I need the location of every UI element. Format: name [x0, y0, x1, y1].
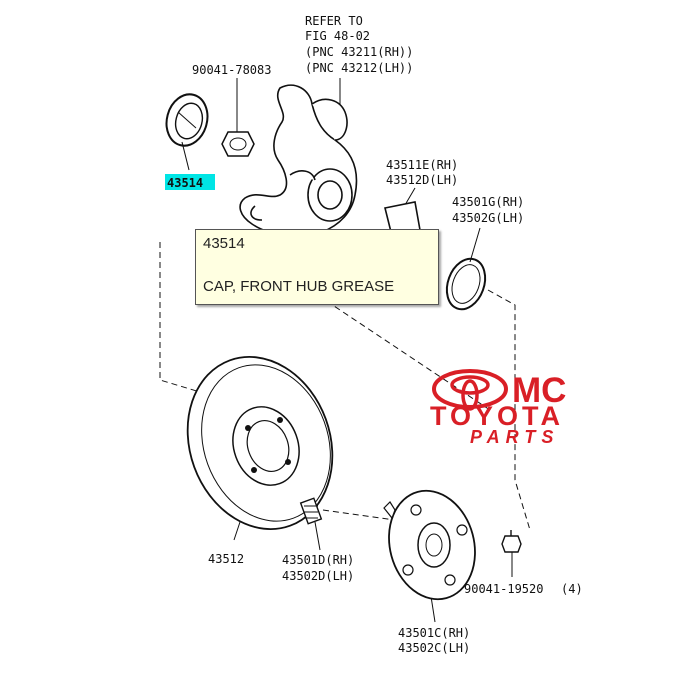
- label-knuckle-lh[interactable]: 43512D(LH): [386, 173, 458, 187]
- label-bolt-right-qty: (4): [561, 582, 583, 596]
- label-bolt-top[interactable]: 90041-78083: [192, 63, 271, 77]
- bolt-90041-78083[interactable]: [221, 131, 255, 157]
- leader-lines: [181, 78, 513, 623]
- tooltip-part-number: 43514: [203, 235, 245, 252]
- front-axle-hub[interactable]: [377, 481, 487, 609]
- label-disc[interactable]: 43512: [208, 552, 244, 566]
- label-stud-lh[interactable]: 43502D(LH): [282, 569, 354, 583]
- label-clip-lh[interactable]: 43502G(LH): [452, 211, 524, 225]
- refer-note-line3: (PNC 43211(RH)): [305, 45, 413, 59]
- bolt-90041-19520[interactable]: [501, 530, 522, 553]
- tooltip-description: CAP, FRONT HUB GREASE: [203, 278, 395, 295]
- label-hub-lh[interactable]: 43502C(LH): [398, 641, 470, 655]
- label-bolt-right[interactable]: 90041-19520: [464, 582, 543, 596]
- logo-mc: MC: [512, 371, 566, 410]
- label-clip-rh[interactable]: 43501G(RH): [452, 195, 524, 209]
- refer-note-line1: REFER TO: [305, 14, 363, 28]
- label-hub-rh[interactable]: 43501C(RH): [398, 626, 470, 640]
- refer-note: REFER TO FIG 48-02 (PNC 43211(RH)) (PNC …: [305, 14, 413, 75]
- snap-ring[interactable]: [440, 253, 492, 314]
- label-cap[interactable]: 43514: [167, 176, 203, 190]
- cap-front-hub-grease[interactable]: [161, 90, 213, 151]
- logo-parts: PARTS: [470, 427, 559, 447]
- refer-note-line2: FIG 48-02: [305, 29, 370, 43]
- label-cap-highlight: [165, 174, 215, 190]
- part-labels: 90041-78083 43514 43511E(RH) 43512D(LH) …: [165, 63, 583, 655]
- logo-toyota: TOYOTA: [430, 401, 564, 431]
- mc-toyota-logo: MC TOYOTA PARTS: [430, 369, 566, 447]
- refer-note-line4: (PNC 43212(LH)): [305, 61, 413, 75]
- part-tooltip: 43514 CAP, FRONT HUB GREASE: [195, 229, 439, 305]
- label-knuckle-rh[interactable]: 43511E(RH): [386, 158, 458, 172]
- toyota-emblem-icon: [432, 369, 508, 411]
- label-stud-rh[interactable]: 43501D(RH): [282, 553, 354, 567]
- steering-knuckle[interactable]: [239, 84, 421, 237]
- hub-bolt[interactable]: [299, 497, 323, 525]
- brake-disc[interactable]: [164, 336, 356, 549]
